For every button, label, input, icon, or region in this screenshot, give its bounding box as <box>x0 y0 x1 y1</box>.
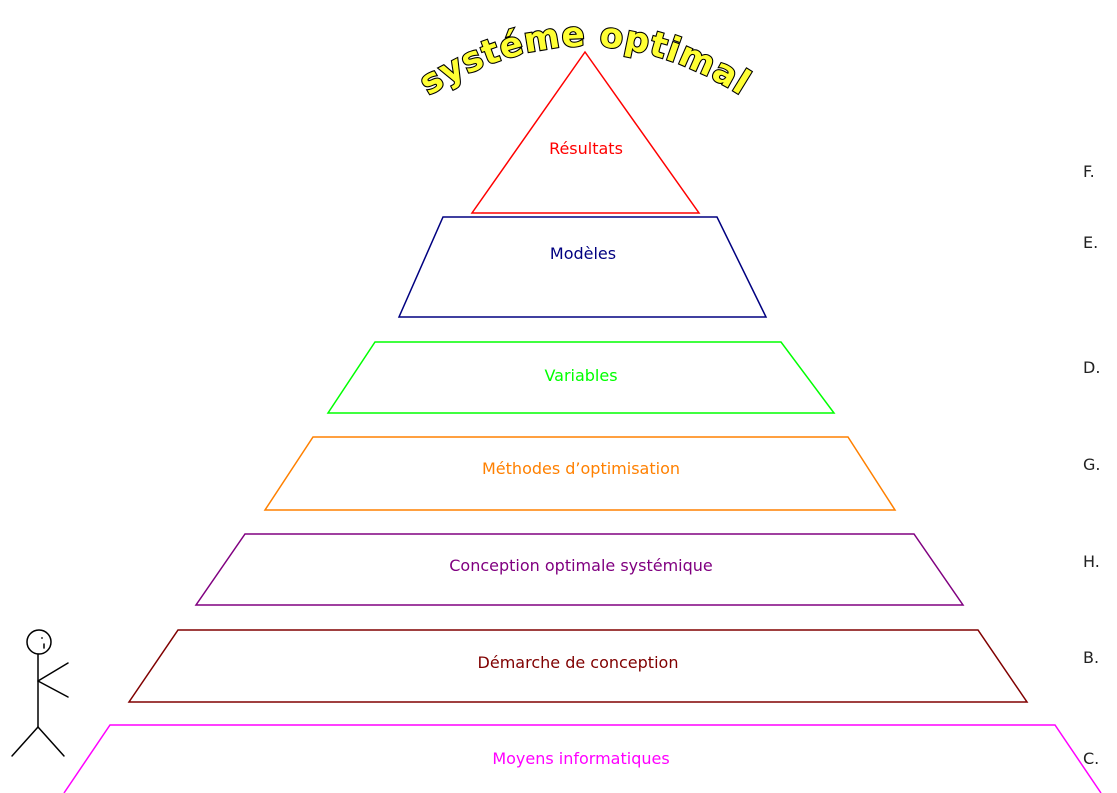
diagram-title: systéme optimal <box>413 15 758 104</box>
side-label-e: E. <box>1083 233 1098 252</box>
side-label-h: H. <box>1083 552 1100 571</box>
side-label-c: C. <box>1083 749 1099 768</box>
side-label-g: G. <box>1083 455 1100 474</box>
layer-shape-computing-means <box>63 724 1102 793</box>
layer-systemic-design: Conception optimale systémique H. <box>194 533 1100 606</box>
side-label-b: B. <box>1083 648 1099 667</box>
layer-label-design-approach: Démarche de conception <box>478 653 679 672</box>
layer-variables: Variables D. <box>326 341 1100 414</box>
stick-figure-leg-left <box>11 726 39 757</box>
layer-label-optimization-methods: Méthodes d’optimisation <box>482 459 680 478</box>
layer-shape-design-approach <box>127 629 1029 703</box>
stick-figure-arm-upper <box>37 662 69 682</box>
layer-shape-variables <box>326 341 836 414</box>
stick-figure-leg-right <box>37 726 65 757</box>
layer-design-approach: Démarche de conception B. <box>127 629 1099 703</box>
layer-results: Résultats F. <box>470 50 1095 214</box>
layer-label-systemic-design: Conception optimale systémique <box>449 556 713 575</box>
layer-shape-models <box>397 216 768 318</box>
layer-label-results: Résultats <box>549 139 623 158</box>
layer-label-variables: Variables <box>544 366 617 385</box>
layer-shape-systemic-design <box>194 533 965 606</box>
side-label-f: F. <box>1083 162 1095 181</box>
layer-models: Modèles E. <box>397 216 1098 318</box>
layer-optimization-methods: Méthodes d’optimisation G. <box>263 436 1100 511</box>
layer-shape-results <box>470 50 701 214</box>
side-label-d: D. <box>1083 358 1100 377</box>
stick-figure-head <box>26 629 52 655</box>
layer-computing-means: Moyens informatiques C. <box>63 724 1102 793</box>
stick-figure-arm-lower <box>37 680 69 698</box>
stick-figure-eye <box>41 637 43 639</box>
layer-label-models: Modèles <box>550 244 616 263</box>
stick-figure <box>11 629 69 757</box>
layer-label-computing-means: Moyens informatiques <box>492 749 669 768</box>
layer-shape-optimization-methods <box>263 436 897 511</box>
